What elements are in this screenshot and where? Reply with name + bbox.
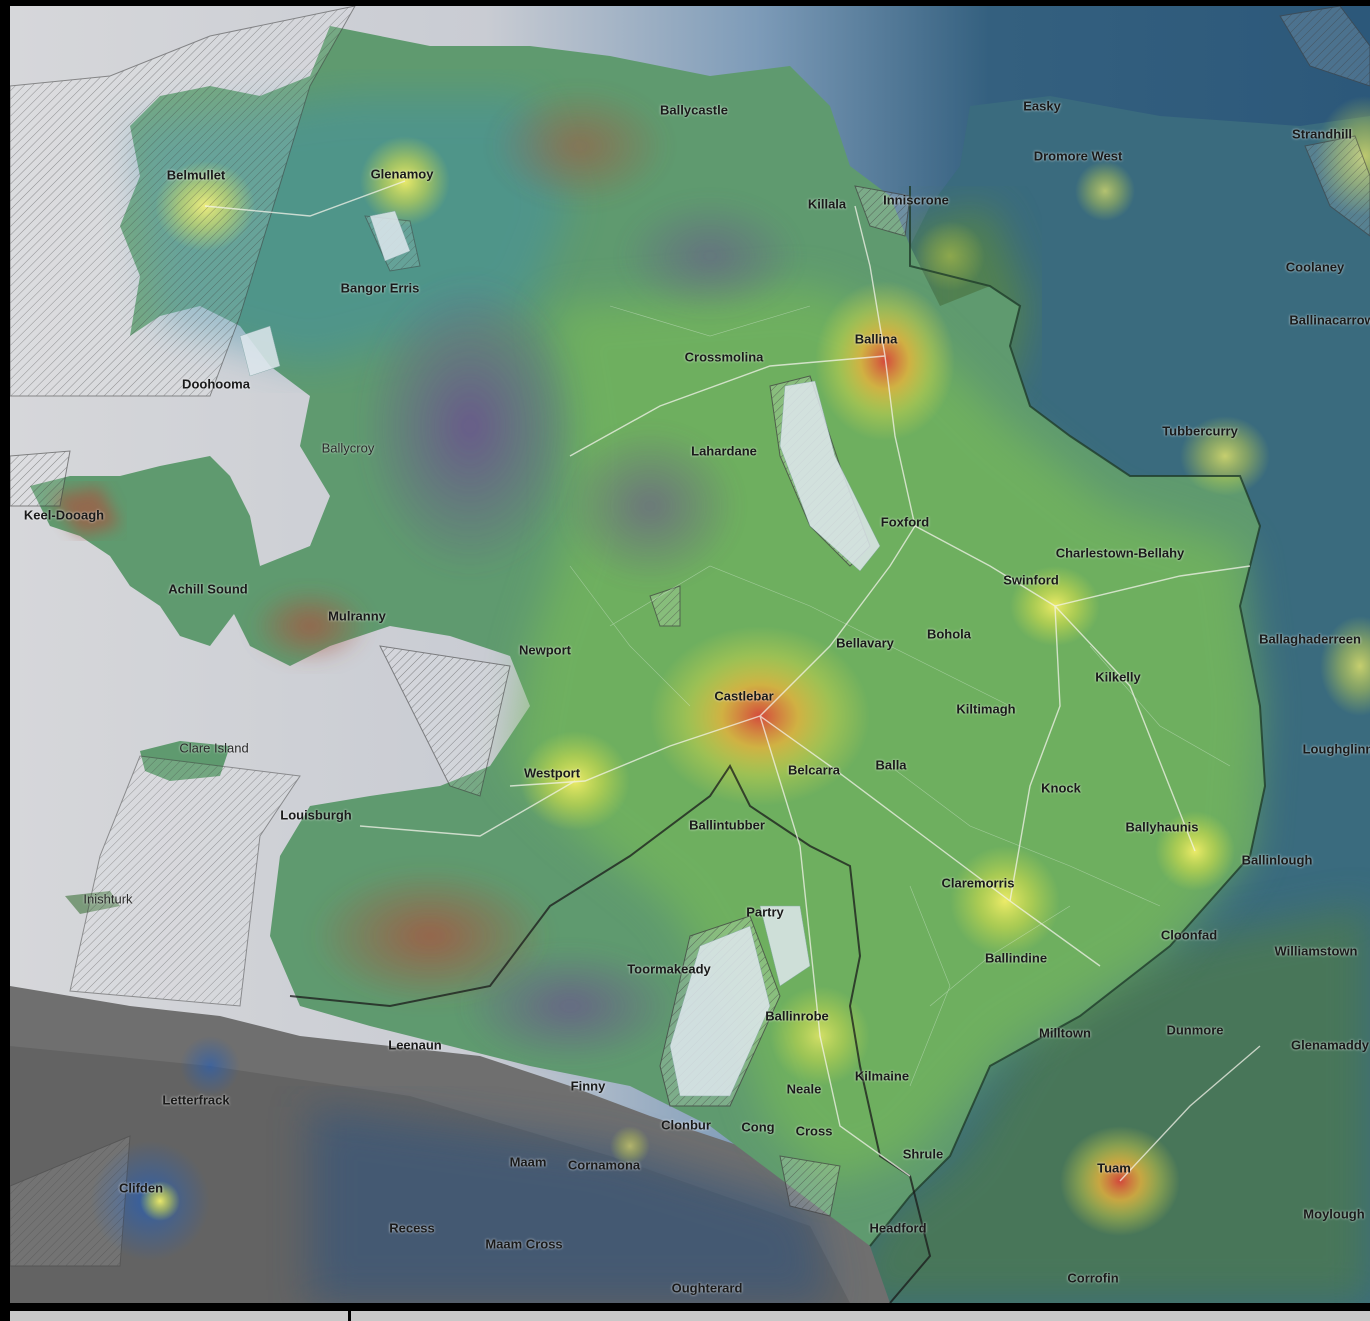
place-label-finny: Finny — [570, 1078, 606, 1094]
place-label-easky: Easky — [1023, 98, 1061, 114]
place-label-cong: Cong — [741, 1119, 775, 1135]
place-label-bohola: Bohola — [926, 626, 972, 642]
place-label-crossmolina: Crossmolina — [684, 349, 764, 365]
place-label-coolaney: Coolaney — [1285, 259, 1345, 275]
place-label-charlestown-bellahy: Charlestown-Bellahy — [1055, 545, 1185, 561]
place-label-cloonfad: Cloonfad — [1160, 927, 1218, 943]
place-label-milltown: Milltown — [1039, 1025, 1091, 1041]
place-label-kilmaine: Kilmaine — [854, 1068, 910, 1084]
place-label-belcarra: Belcarra — [787, 762, 841, 778]
place-label-castlebar: Castlebar — [714, 688, 774, 704]
place-label-toormakeady: Toormakeady — [627, 961, 711, 977]
place-label-loughglinn: Loughglinn — [1302, 741, 1370, 757]
map-graphics — [10, 6, 1370, 1303]
place-label-glenamaddy: Glenamaddy — [1290, 1037, 1370, 1053]
minor-roads — [569, 305, 1231, 1087]
heatmap-map[interactable]: Belmullet Glenamoy Ballycastle Easky Dro… — [10, 6, 1370, 1303]
place-label-oughterard: Oughterard — [671, 1280, 743, 1296]
place-label-foxford: Foxford — [880, 514, 930, 530]
place-label-partry: Partry — [746, 904, 784, 920]
place-label-clare-island: Clare Island — [179, 740, 249, 756]
place-label-lahardane: Lahardane — [691, 443, 757, 459]
place-label-newport: Newport — [519, 642, 571, 658]
place-label-leenaun: Leenaun — [388, 1037, 442, 1053]
scale-strip — [10, 1311, 1370, 1321]
place-label-doohooma: Doohooma — [182, 376, 250, 392]
place-label-cornamona: Cornamona — [567, 1157, 641, 1173]
place-label-maam: Maam — [509, 1154, 547, 1170]
place-label-balla: Balla — [875, 757, 907, 773]
place-label-kiltimagh: Kiltimagh — [956, 701, 1016, 717]
place-label-maam-cross: Maam Cross — [485, 1236, 563, 1252]
place-label-ballina: Ballina — [854, 331, 898, 347]
place-label-keel-dooagh: Keel-Dooagh — [23, 507, 105, 523]
place-label-mulranny: Mulranny — [328, 608, 386, 624]
place-label-bangor-erris: Bangor Erris — [340, 280, 420, 296]
place-label-neale: Neale — [786, 1081, 822, 1097]
place-label-knock: Knock — [1041, 780, 1081, 796]
place-label-tubbercurry: Tubbercurry — [1162, 423, 1238, 439]
place-label-ballaghaderreen: Ballaghaderreen — [1259, 631, 1361, 647]
place-label-ballycroy: Ballycroy — [321, 440, 375, 456]
place-label-ballinacarrow: Ballinacarrow — [1289, 312, 1370, 328]
place-label-ballinrobe: Ballinrobe — [765, 1008, 829, 1024]
scale-tick — [348, 1303, 351, 1321]
county-border-south — [289, 764, 932, 1303]
place-label-inniscrone: Inniscrone — [883, 192, 949, 208]
place-label-westport: Westport — [523, 765, 581, 781]
place-label-shrule: Shrule — [902, 1146, 944, 1162]
place-label-ballintubber: Ballintubber — [689, 817, 765, 833]
place-label-belmullet: Belmullet — [166, 167, 226, 183]
place-label-louisburgh: Louisburgh — [280, 807, 352, 823]
place-label-corrofin: Corrofin — [1067, 1270, 1119, 1286]
place-label-ballinlough: Ballinlough — [1241, 852, 1313, 868]
place-label-clonbur: Clonbur — [661, 1117, 711, 1133]
place-label-bellavary: Bellavary — [836, 635, 894, 651]
place-label-clifden: Clifden — [118, 1180, 164, 1196]
place-label-kilkelly: Kilkelly — [1095, 669, 1141, 685]
lakes — [239, 210, 881, 1097]
place-label-dromore-west: Dromore West — [1033, 148, 1123, 164]
place-label-swinford: Swinford — [1003, 572, 1059, 588]
place-label-dunmore: Dunmore — [1166, 1022, 1224, 1038]
place-label-letterfrack: Letterfrack — [162, 1092, 230, 1108]
place-label-claremorris: Claremorris — [941, 875, 1015, 891]
place-label-moylough: Moylough — [1303, 1206, 1365, 1222]
place-label-achill-sound: Achill Sound — [168, 581, 248, 597]
place-label-tuam: Tuam — [1097, 1160, 1131, 1176]
place-label-killala: Killala — [807, 196, 847, 212]
place-label-headford: Headford — [869, 1220, 927, 1236]
place-label-strandhill: Strandhill — [1292, 126, 1352, 142]
place-label-recess: Recess — [389, 1220, 435, 1236]
place-label-ballindine: Ballindine — [984, 950, 1048, 966]
place-label-ballyhaunis: Ballyhaunis — [1125, 819, 1199, 835]
place-label-inishturk: Inishturk — [83, 891, 133, 907]
roads — [204, 180, 1261, 1182]
place-label-glenamoy: Glenamoy — [370, 166, 434, 182]
place-label-ballycastle: Ballycastle — [660, 102, 728, 118]
place-label-cross: Cross — [795, 1123, 833, 1139]
place-label-williamstown: Williamstown — [1274, 943, 1358, 959]
